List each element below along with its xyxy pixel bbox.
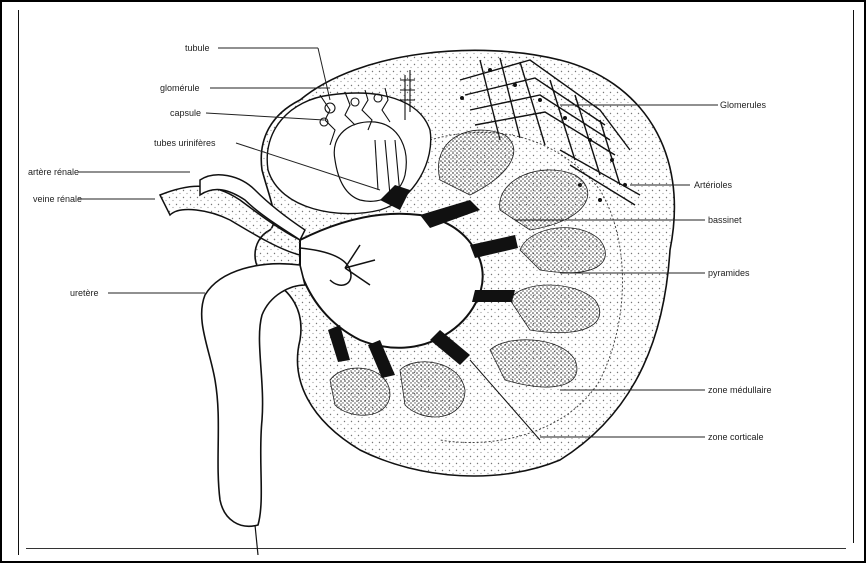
- label-artere-renale: artère rénale: [28, 167, 79, 177]
- label-zone-corticale: zone corticale: [708, 432, 764, 442]
- label-bassinet: bassinet: [708, 215, 742, 225]
- label-glomerule: glomérule: [160, 83, 200, 93]
- label-tubes-uriniferes: tubes urinifères: [154, 138, 216, 148]
- label-arterioles: Artérioles: [694, 180, 733, 190]
- ureter: [202, 264, 305, 527]
- label-pyramides: pyramides: [708, 268, 750, 278]
- ureter-tail: [255, 525, 258, 555]
- label-veine-renale: veine rénale: [33, 194, 82, 204]
- label-capsule: capsule: [170, 108, 201, 118]
- label-glomerules: Glomerules: [720, 100, 767, 110]
- label-uretere: uretère: [70, 288, 99, 298]
- label-tubule: tubule: [185, 43, 210, 53]
- label-zone-medullaire: zone médullaire: [708, 385, 772, 395]
